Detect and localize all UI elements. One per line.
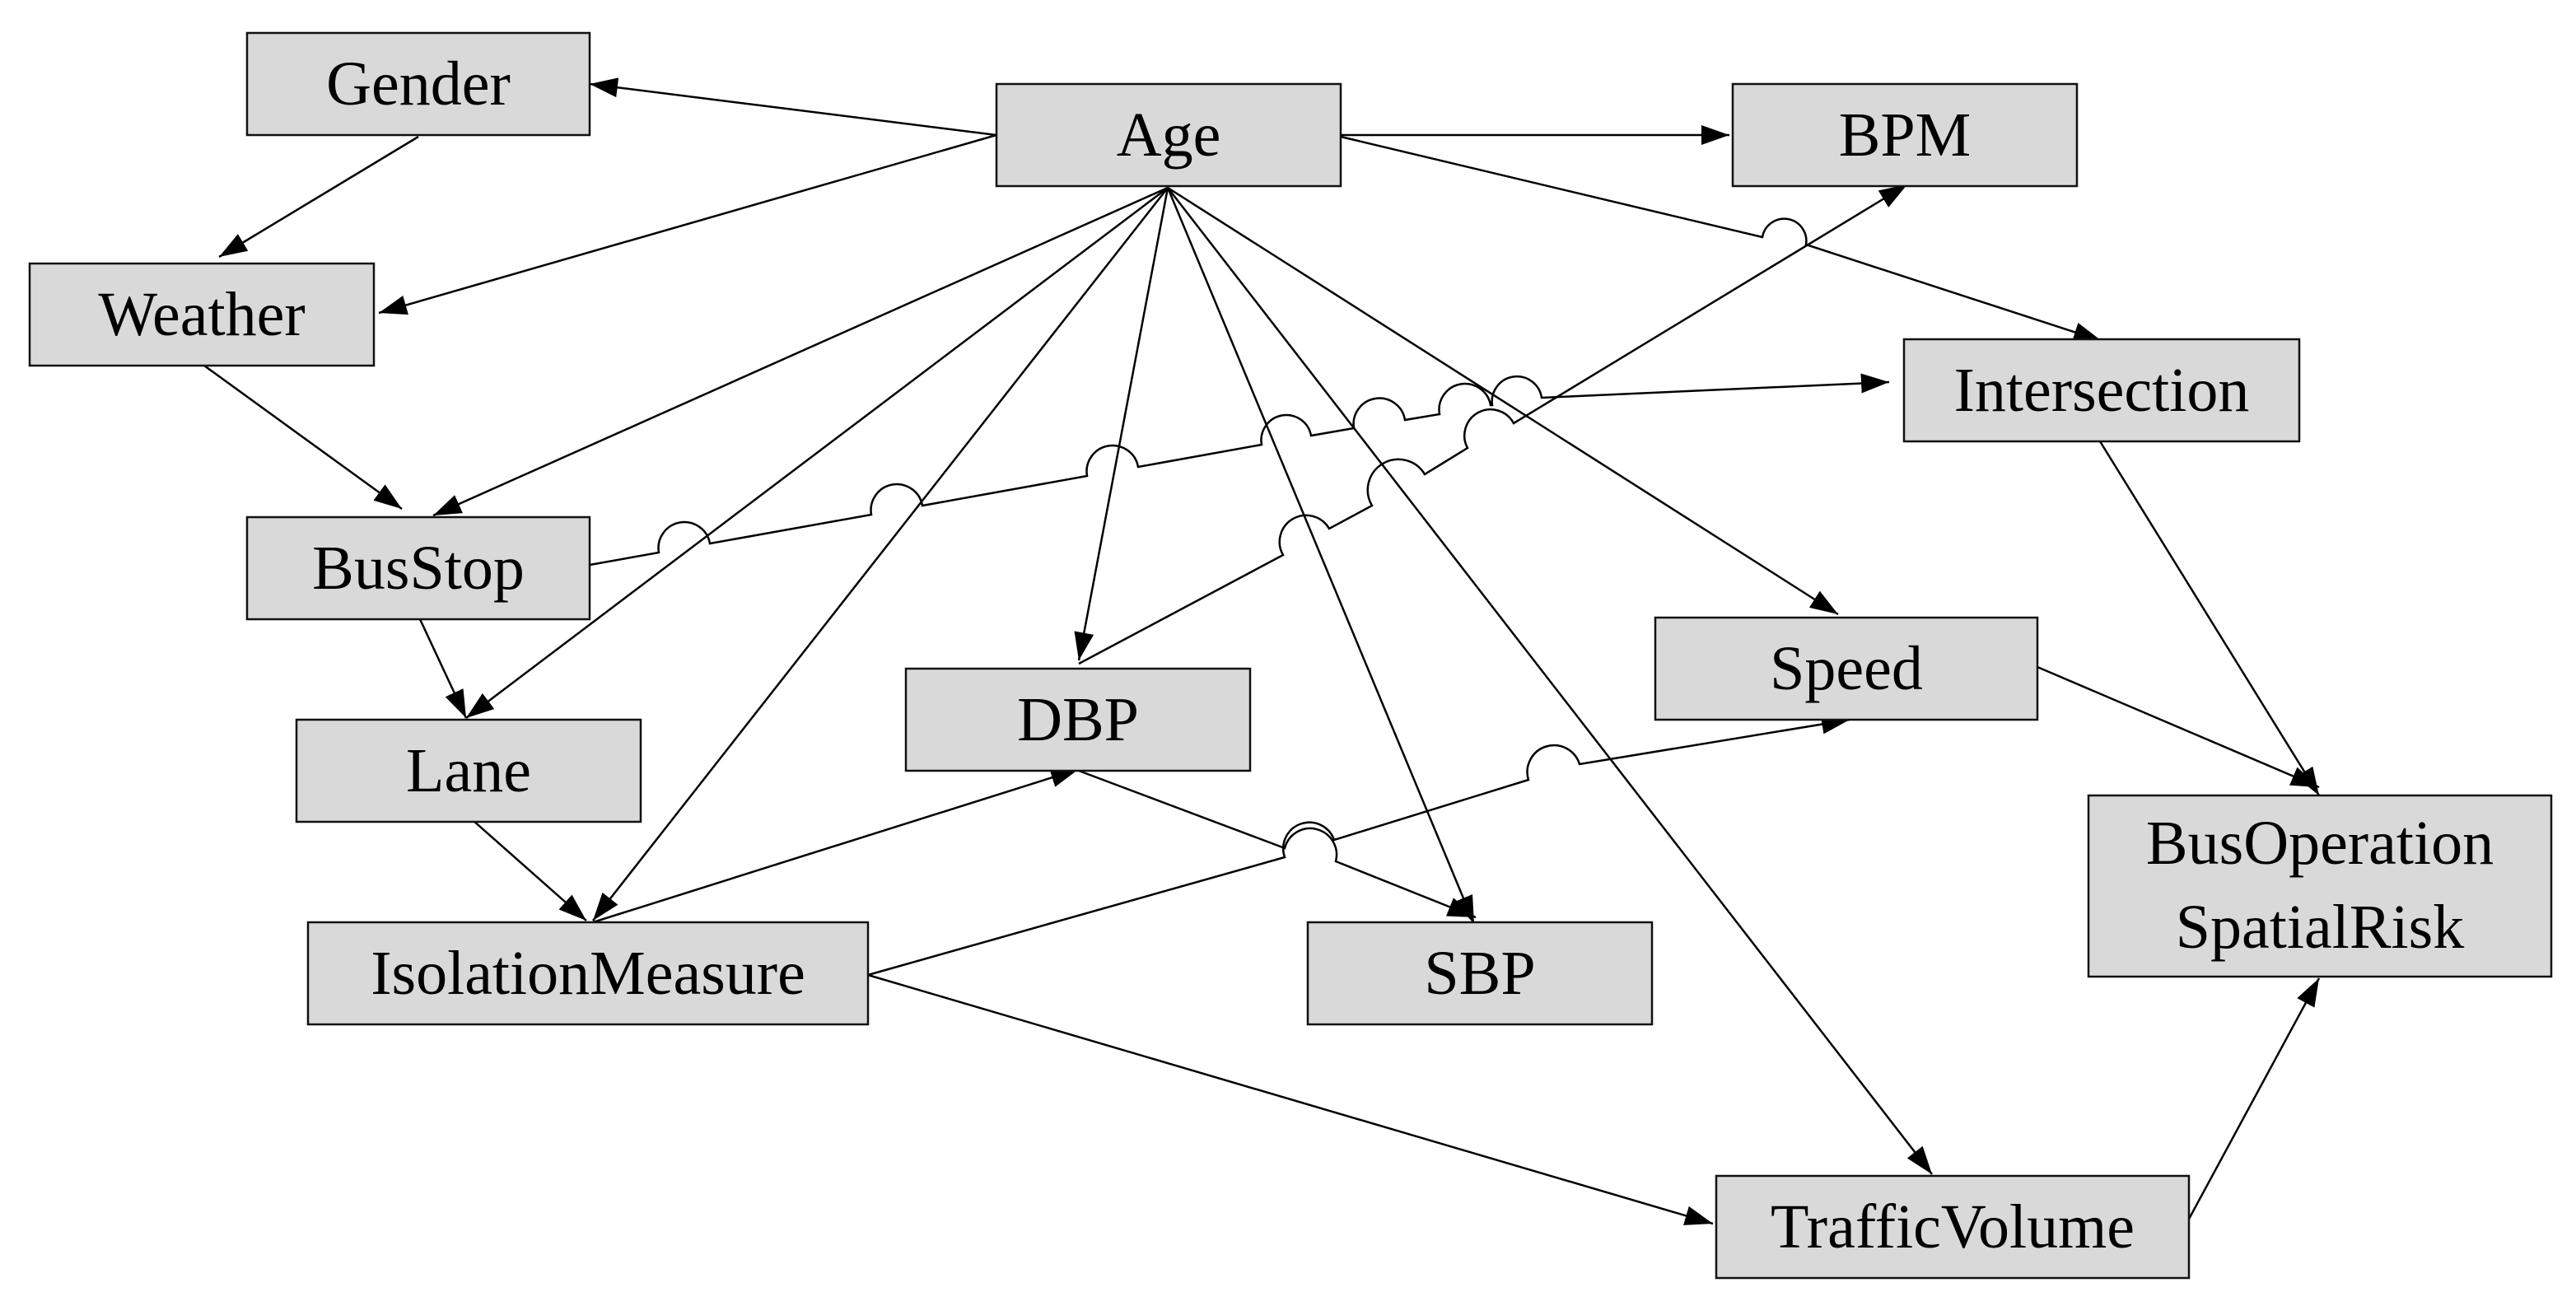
node-speed-label: Speed [1770,634,1923,703]
node-risk-label-line2: SpatialRisk [2176,893,2464,962]
edge-lane-isolation [472,819,587,921]
node-age: Age [995,82,1342,188]
node-intersection-label: Intersection [1954,356,2250,425]
node-weather: Weather [28,262,376,367]
edge-busstop-lane [418,618,468,719]
edge-age-traffic [1167,187,1933,1175]
node-isolation-box [306,921,870,1026]
node-busstop: BusStop [245,515,591,621]
edge-age-isolation [592,187,1169,921]
node-lane-box [295,718,642,823]
edge-dbp-bpm [1078,183,1908,665]
edges [203,77,2321,1225]
edge-speed-risk [2037,665,2320,789]
edge-age-intersection [1340,135,2102,343]
node-speed-box [1654,616,2039,721]
node-traffic-volume: TrafficVolume [1715,1174,2191,1280]
node-gender-label: Gender [326,49,511,119]
node-traffic-box [1715,1174,2191,1280]
node-bus-operation-spatial-risk: BusOperation SpatialRisk [2087,794,2553,978]
node-lane: Lane [295,718,642,823]
node-risk-box [2087,794,2553,978]
node-lane-label: Lane [406,736,531,805]
node-speed: Speed [1654,616,2039,721]
node-bpm: BPM [1731,82,2079,188]
node-intersection-box [1902,338,2301,443]
node-isolation-label: IsolationMeasure [371,939,805,1008]
edge-age-sbp [1166,187,1476,925]
node-risk-label-line1: BusOperation [2146,809,2494,878]
node-bpm-box [1731,82,2079,188]
node-dbp: DBP [904,667,1252,772]
node-dbp-label: DBP [1017,685,1139,754]
edge-weather-busstop [203,364,403,511]
node-bpm-label: BPM [1839,100,1972,170]
node-busstop-label: BusStop [312,534,525,603]
edge-isolation-dbp [592,767,1080,924]
edge-isolation-traffic [867,973,1714,1225]
node-gender-box [245,31,591,137]
edge-age-busstop [432,186,1169,517]
node-age-box [995,82,1342,188]
edge-traffic-risk [2186,977,2321,1223]
node-age-label: Age [1117,100,1221,170]
node-gender: Gender [245,31,591,137]
node-weather-label: Weather [98,280,305,349]
nodes: Gender Age BPM Weather Intersection BusS… [28,31,2553,1280]
edge-intersection-risk [2098,441,2321,796]
node-dbp-box [904,667,1252,772]
edge-age-lane [465,187,1169,719]
edge-age-speed [1167,186,1839,616]
node-weather-box [28,262,376,367]
node-traffic-label: TrafficVolume [1771,1192,2135,1262]
edge-gender-weather [218,135,419,259]
node-sbp-box [1306,921,1654,1026]
node-sbp: SBP [1306,921,1654,1026]
node-isolation-measure: IsolationMeasure [306,921,870,1026]
node-busstop-box [245,515,591,621]
edge-age-dbp [1074,187,1169,661]
edge-dbp-sbp [1078,769,1477,919]
node-sbp-label: SBP [1424,939,1535,1008]
node-intersection: Intersection [1902,338,2301,443]
edge-isolation-speed [867,714,1850,977]
edge-age-weather [378,133,997,315]
edge-age-gender [589,77,997,137]
edge-busstop-intersection [589,373,1890,567]
